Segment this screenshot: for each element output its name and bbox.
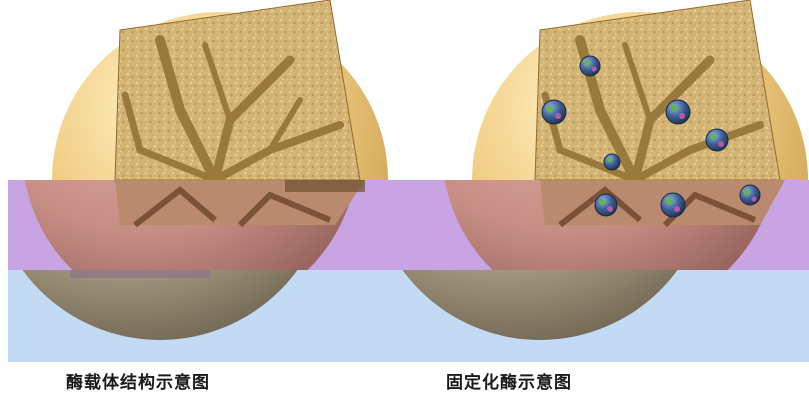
immobilized-caption: 固定化酶示意图 [446, 372, 572, 394]
glitch-noise [70, 270, 210, 278]
enzyme [580, 56, 600, 76]
enzyme [666, 100, 690, 124]
enzyme [595, 194, 617, 216]
glitch-noise [285, 180, 365, 192]
enzyme [604, 154, 620, 170]
carrier-caption: 酶载体结构示意图 [66, 372, 210, 394]
enzyme [740, 185, 760, 205]
enzyme [661, 193, 685, 217]
enzyme [542, 100, 566, 124]
enzyme [706, 129, 728, 151]
